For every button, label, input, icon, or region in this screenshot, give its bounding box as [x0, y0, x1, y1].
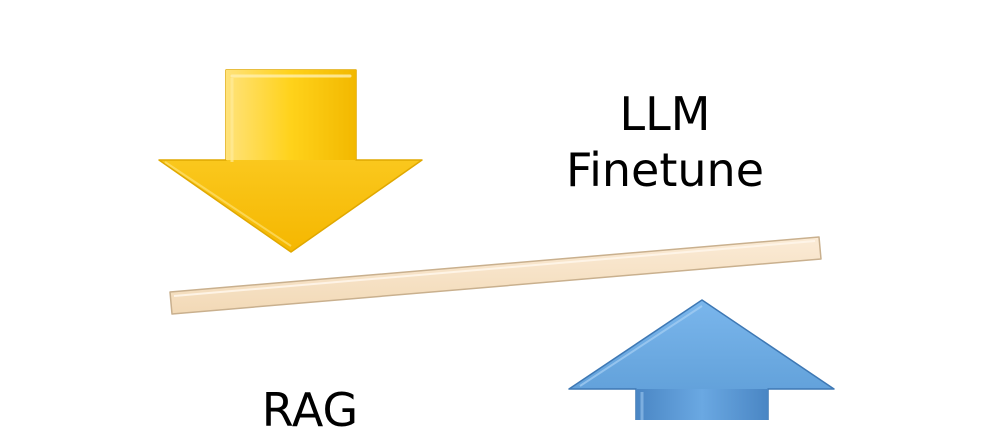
rag-label: RAG — [261, 383, 359, 437]
balance-beam — [169, 236, 822, 315]
diagram-canvas — [158, 69, 835, 420]
llm-label-line2: Finetune — [566, 143, 764, 197]
llm-label-line1: LLM — [619, 87, 711, 141]
arrow-down-icon — [158, 69, 423, 253]
llm-finetune-label: LLM Finetune — [540, 86, 790, 198]
arrow-up-icon — [568, 299, 835, 420]
